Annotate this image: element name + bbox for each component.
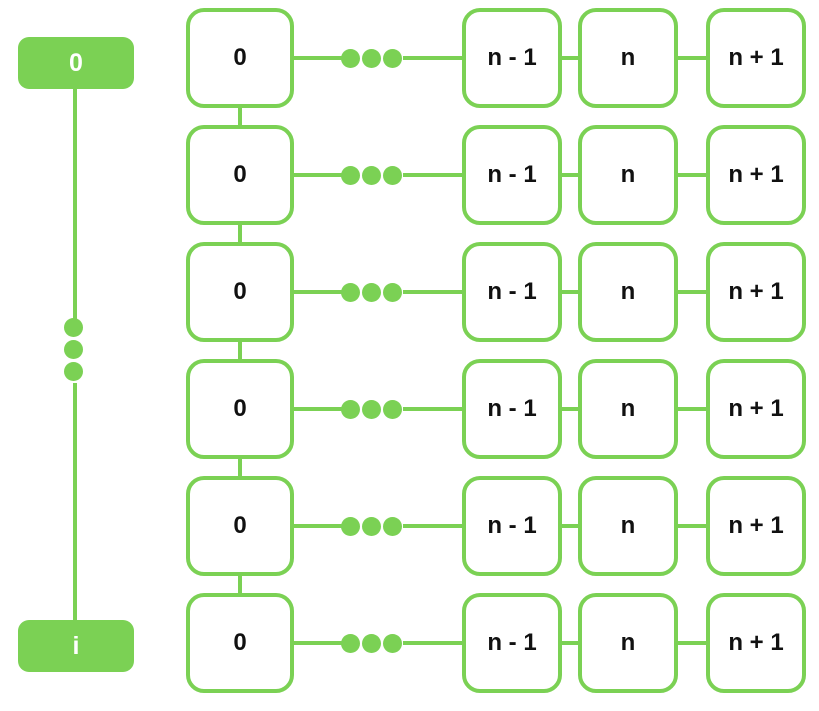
node-row: 0 n - 1 n n + 1 — [0, 476, 819, 593]
node-box-n-plus-1[interactable]: n + 1 — [706, 242, 806, 342]
node-box-n[interactable]: n — [578, 359, 678, 459]
node-row: 0 n - 1 n n + 1 — [0, 125, 819, 242]
node-box-n[interactable]: n — [578, 125, 678, 225]
horizontal-connector-left — [294, 290, 346, 294]
horizontal-connector-mid-1 — [562, 524, 578, 528]
horizontal-connector-left — [294, 56, 346, 60]
row-ellipsis-dot-3 — [383, 166, 402, 185]
node-row: 0 n - 1 n n + 1 — [0, 593, 819, 693]
node-box-n-plus-1[interactable]: n + 1 — [706, 359, 806, 459]
vertical-connector — [238, 576, 242, 593]
row-ellipsis-dot-2 — [362, 400, 381, 419]
vertical-connector — [238, 225, 242, 242]
node-box-n-plus-1[interactable]: n + 1 — [706, 8, 806, 108]
node-box-n-minus-1[interactable]: n - 1 — [462, 125, 562, 225]
horizontal-connector-right — [403, 173, 462, 177]
horizontal-connector-mid-2 — [678, 407, 706, 411]
horizontal-connector-mid-1 — [562, 173, 578, 177]
index-ellipsis-dot-3 — [64, 362, 83, 381]
node-box-n-minus-1[interactable]: n - 1 — [462, 242, 562, 342]
node-box-n[interactable]: n — [578, 476, 678, 576]
horizontal-connector-mid-2 — [678, 641, 706, 645]
horizontal-connector-right — [403, 290, 462, 294]
horizontal-connector-right — [403, 56, 462, 60]
row-ellipsis-dot-1 — [341, 166, 360, 185]
vertical-connector — [238, 342, 242, 359]
node-box-n[interactable]: n — [578, 593, 678, 693]
index-connector-lower — [73, 383, 77, 621]
node-box-zero[interactable]: 0 — [186, 242, 294, 342]
horizontal-connector-mid-2 — [678, 524, 706, 528]
row-ellipsis-dot-2 — [362, 283, 381, 302]
node-box-n[interactable]: n — [578, 242, 678, 342]
index-box-end[interactable]: i — [18, 620, 134, 672]
row-ellipsis-dot-1 — [341, 634, 360, 653]
row-ellipsis-dot-2 — [362, 49, 381, 68]
node-box-n-plus-1[interactable]: n + 1 — [706, 593, 806, 693]
horizontal-connector-left — [294, 641, 346, 645]
index-ellipsis-dot-2 — [64, 340, 83, 359]
row-ellipsis-dot-1 — [341, 283, 360, 302]
horizontal-connector-left — [294, 524, 346, 528]
horizontal-connector-mid-1 — [562, 56, 578, 60]
row-ellipsis-dot-3 — [383, 400, 402, 419]
horizontal-connector-mid-2 — [678, 173, 706, 177]
horizontal-connector-mid-1 — [562, 641, 578, 645]
horizontal-connector-mid-1 — [562, 290, 578, 294]
horizontal-connector-mid-2 — [678, 290, 706, 294]
node-box-n-minus-1[interactable]: n - 1 — [462, 8, 562, 108]
node-box-n-plus-1[interactable]: n + 1 — [706, 125, 806, 225]
row-ellipsis-dot-2 — [362, 517, 381, 536]
row-ellipsis-dot-3 — [383, 517, 402, 536]
node-box-n-minus-1[interactable]: n - 1 — [462, 359, 562, 459]
row-ellipsis-dot-1 — [341, 49, 360, 68]
row-ellipsis-dot-3 — [383, 49, 402, 68]
node-box-n-minus-1[interactable]: n - 1 — [462, 476, 562, 576]
horizontal-connector-right — [403, 407, 462, 411]
node-row: 0 n - 1 n n + 1 — [0, 8, 819, 125]
node-row: 0 n - 1 n n + 1 — [0, 242, 819, 359]
node-box-zero[interactable]: 0 — [186, 8, 294, 108]
node-box-zero[interactable]: 0 — [186, 359, 294, 459]
row-ellipsis-dot-3 — [383, 634, 402, 653]
index-connector-upper — [73, 88, 77, 328]
node-box-n[interactable]: n — [578, 8, 678, 108]
node-box-zero[interactable]: 0 — [186, 125, 294, 225]
row-ellipsis-dot-2 — [362, 634, 381, 653]
horizontal-connector-mid-1 — [562, 407, 578, 411]
horizontal-connector-left — [294, 173, 346, 177]
vertical-connector — [238, 108, 242, 125]
row-ellipsis-dot-3 — [383, 283, 402, 302]
index-ellipsis-dot-1 — [64, 318, 83, 337]
vertical-connector — [238, 459, 242, 476]
row-ellipsis-dot-1 — [341, 400, 360, 419]
index-box-start[interactable]: 0 — [18, 37, 134, 89]
row-ellipsis-dot-1 — [341, 517, 360, 536]
node-box-n-minus-1[interactable]: n - 1 — [462, 593, 562, 693]
node-box-zero[interactable]: 0 — [186, 593, 294, 693]
horizontal-connector-left — [294, 407, 346, 411]
node-box-n-plus-1[interactable]: n + 1 — [706, 476, 806, 576]
node-box-zero[interactable]: 0 — [186, 476, 294, 576]
horizontal-connector-right — [403, 641, 462, 645]
horizontal-connector-mid-2 — [678, 56, 706, 60]
horizontal-connector-right — [403, 524, 462, 528]
node-row: 0 n - 1 n n + 1 — [0, 359, 819, 476]
row-ellipsis-dot-2 — [362, 166, 381, 185]
